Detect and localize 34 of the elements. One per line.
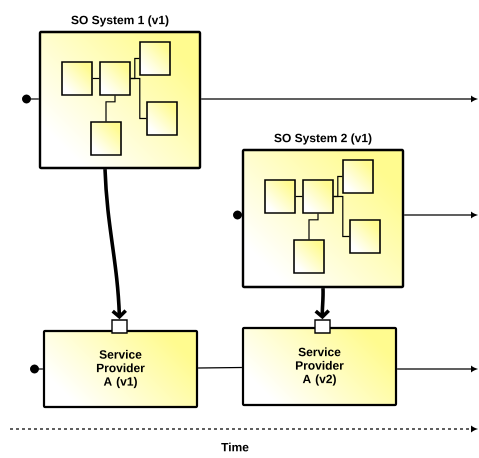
component-box	[99, 61, 131, 96]
connector-line	[130, 78, 146, 120]
system-box: SO System 2 (v1)	[242, 133, 404, 288]
component-box	[61, 61, 93, 96]
component-box	[90, 121, 122, 156]
connector-line	[198, 366, 242, 369]
connector-line	[92, 78, 100, 80]
provider-box: Service Provider A (v2)	[242, 326, 398, 406]
component-box	[302, 179, 334, 214]
provider-box: Service Provider A (v1)	[42, 330, 198, 408]
arrow	[314, 288, 330, 320]
arrow	[233, 210, 242, 220]
arrow	[404, 212, 477, 218]
system-box: SO System 1 (v1)	[38, 15, 202, 170]
arrow	[22, 94, 39, 104]
component-box	[139, 41, 171, 76]
axis-label: Time	[221, 442, 248, 452]
arrow	[397, 366, 477, 372]
connector-line	[296, 196, 302, 198]
port-square	[314, 319, 331, 334]
connector-line	[334, 196, 350, 238]
node-label: SO System 1 (v1)	[71, 15, 168, 27]
arrow	[30, 364, 43, 374]
component-box	[293, 239, 325, 274]
arrow	[201, 96, 477, 102]
port-square	[111, 319, 128, 334]
connector-line	[308, 214, 319, 240]
component-box	[342, 159, 374, 194]
node-label: SO System 2 (v1)	[274, 133, 372, 145]
connector-line	[105, 96, 116, 122]
component-box	[264, 179, 296, 214]
component-box	[146, 101, 178, 136]
arrow	[103, 169, 127, 320]
component-box	[349, 219, 381, 254]
